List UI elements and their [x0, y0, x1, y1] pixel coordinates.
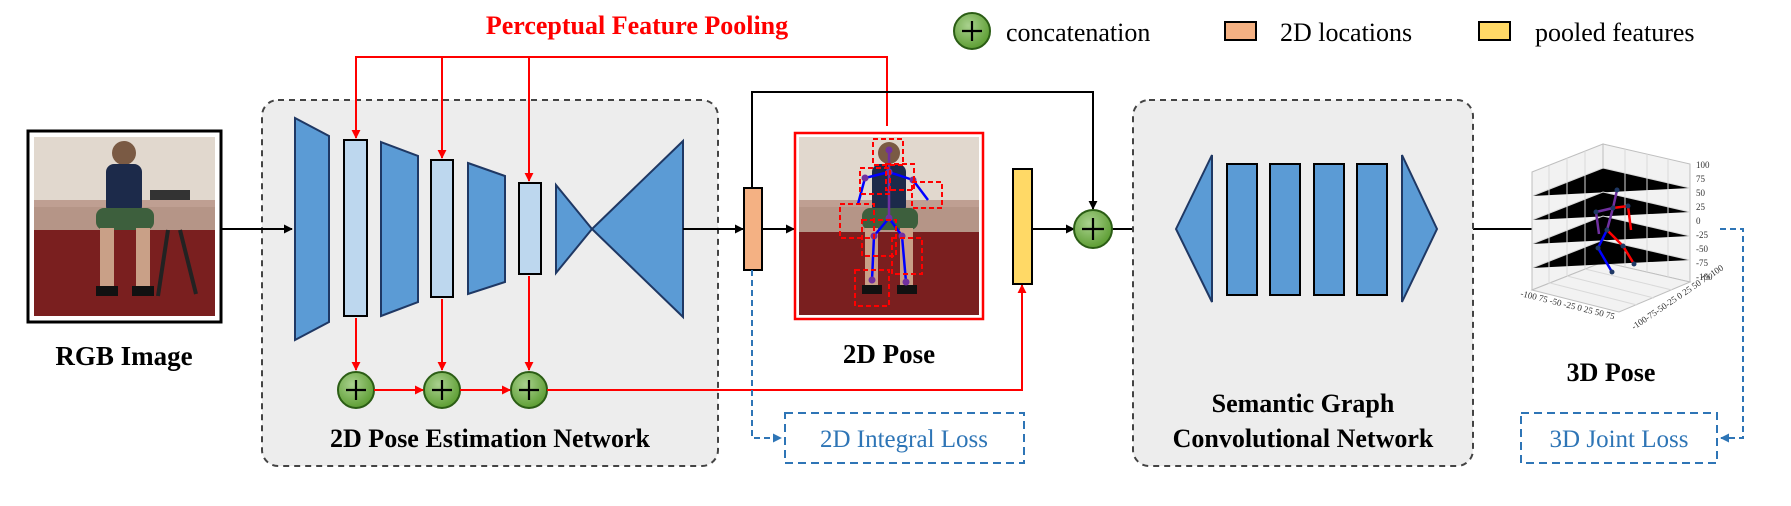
rgb-image-label: RGB Image: [55, 341, 192, 371]
z-tick: 0: [1696, 216, 1701, 226]
pooled-features-block: [1012, 168, 1033, 285]
integral-loss-label: 2D Integral Loss: [820, 426, 988, 453]
joint-loss-connector: [1720, 228, 1744, 443]
integral-loss-connector: [751, 270, 782, 443]
sgcn-layer-3: [1313, 163, 1345, 296]
joint-loss-label: 3D Joint Loss: [1550, 426, 1689, 453]
sgcn-layer-2: [1269, 163, 1301, 296]
sgcn-input-layer: [1174, 154, 1213, 303]
z-tick: -100: [1696, 272, 1713, 282]
z-tick: 50: [1696, 188, 1706, 198]
encoder-block-1: [294, 116, 330, 342]
pose-3d-plot: 100 75 50 25 0 -25 -50 -75 -100 -100 75 …: [1520, 143, 1726, 332]
z-tick: 25: [1696, 202, 1706, 212]
2d-locations-block: [743, 187, 763, 271]
concat-node-main: [1073, 209, 1113, 249]
legend-pooled-swatch: [1478, 21, 1511, 41]
encoder-block-3: [467, 161, 506, 296]
z-tick: -50: [1696, 244, 1708, 254]
rgb-image: [26, 129, 223, 324]
z-tick: 75: [1696, 174, 1706, 184]
concat-node-1: [337, 371, 375, 409]
sgcn-layer-4: [1356, 163, 1388, 296]
sgcn-label-line2: Convolutional Network: [1173, 424, 1434, 453]
legend: concatenation 2D locations pooled featur…: [953, 12, 1695, 50]
z-tick: -75: [1696, 258, 1708, 268]
feature-map-3: [518, 182, 542, 275]
joint-loss-box: [1520, 412, 1718, 464]
pooling-title: Perceptual Feature Pooling: [486, 11, 788, 40]
legend-concat-label: concatenation: [1006, 18, 1150, 47]
pose-3d-label: 3D Pose: [1567, 358, 1656, 387]
encoder-block-2: [380, 140, 419, 318]
pose-2d-label: 2D Pose: [843, 339, 935, 369]
pose-network-label: 2D Pose Estimation Network: [330, 424, 650, 453]
pose-2d-image: [793, 131, 985, 321]
concat-node-2: [423, 371, 461, 409]
legend-2d-locations-swatch: [1224, 21, 1257, 41]
sgcn-output-layer: [1401, 154, 1439, 303]
legend-concat-icon: [953, 12, 991, 50]
sgcn-layer-1: [1226, 163, 1258, 296]
sgcn-label-line1: Semantic Graph: [1212, 389, 1395, 418]
bottleneck-encoder: [555, 182, 594, 276]
z-tick: 100: [1696, 160, 1710, 170]
pooling-connections: [351, 56, 1027, 395]
pooling-regions: [839, 138, 943, 307]
z-tick: -25: [1696, 230, 1708, 240]
feature-map-2: [430, 159, 454, 298]
concat-node-3: [510, 371, 548, 409]
legend-2d-locations-label: 2D locations: [1280, 18, 1412, 47]
legend-pooled-label: pooled features: [1535, 18, 1695, 47]
integral-loss-box: [784, 412, 1025, 464]
plot-z-ticks: 100 75 50 25 0 -25 -50 -75 -100: [1696, 160, 1713, 282]
feature-map-1: [343, 139, 368, 317]
